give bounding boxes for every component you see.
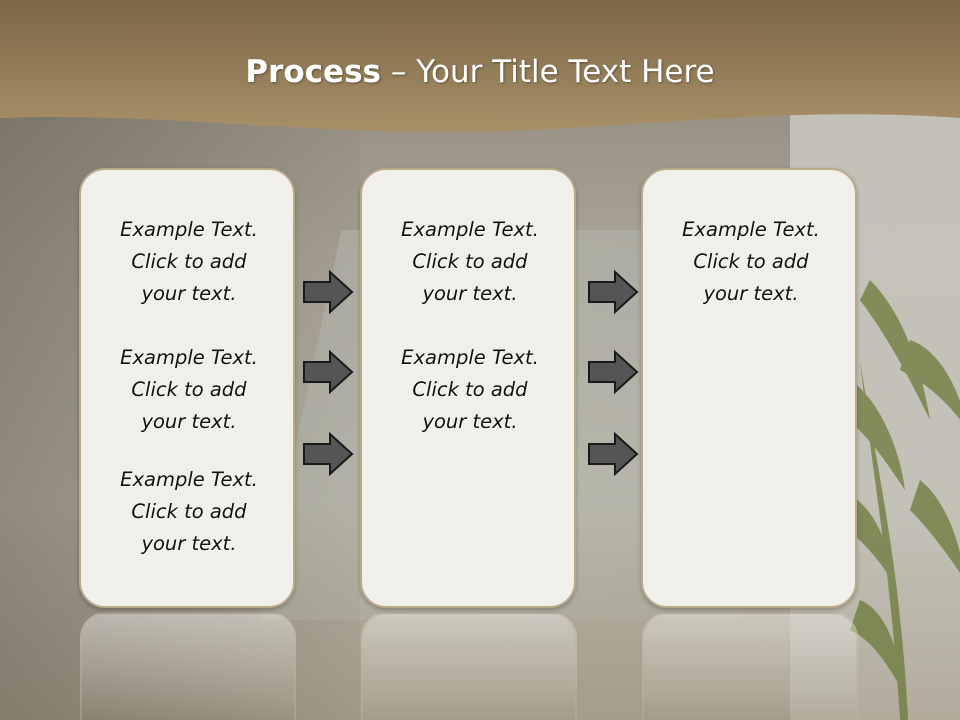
text-placeholder[interactable]: Example Text. Click to add your text. <box>643 214 859 310</box>
process-box-1[interactable]: Example Text. Click to add your text. Ex… <box>79 168 295 608</box>
right-arrow-icon[interactable] <box>587 350 639 394</box>
process-box-3[interactable]: Example Text. Click to add your text. <box>641 168 857 608</box>
text-line: Click to add <box>412 378 528 401</box>
text-line: your text. <box>141 532 237 555</box>
text-line: Example Text. <box>120 468 258 491</box>
text-line: Click to add <box>131 250 247 273</box>
text-placeholder[interactable]: Example Text. Click to add your text. <box>81 342 297 438</box>
title-rest: – Your Title Text Here <box>381 54 715 90</box>
text-line: your text. <box>422 410 518 433</box>
slide-title[interactable]: Process – Your Title Text Here <box>0 54 960 90</box>
text-placeholder[interactable]: Example Text. Click to add your text. <box>81 464 297 560</box>
right-arrow-icon[interactable] <box>587 432 639 476</box>
text-line: Example Text. <box>401 218 539 241</box>
text-line: Example Text. <box>120 218 258 241</box>
right-arrow-icon[interactable] <box>587 270 639 314</box>
text-line: your text. <box>141 282 237 305</box>
text-line: Click to add <box>131 500 247 523</box>
text-placeholder[interactable]: Example Text. Click to add your text. <box>81 214 297 310</box>
text-line: Click to add <box>131 378 247 401</box>
text-line: Click to add <box>412 250 528 273</box>
title-bold: Process <box>245 54 381 90</box>
text-line: your text. <box>422 282 518 305</box>
text-line: Click to add <box>693 250 809 273</box>
text-placeholder[interactable]: Example Text. Click to add your text. <box>362 342 578 438</box>
text-line: Example Text. <box>682 218 820 241</box>
box-reflection-1 <box>80 612 296 720</box>
title-banner <box>0 0 960 133</box>
process-box-2[interactable]: Example Text. Click to add your text. Ex… <box>360 168 576 608</box>
text-line: your text. <box>703 282 799 305</box>
text-line: Example Text. <box>401 346 539 369</box>
right-arrow-icon[interactable] <box>302 432 354 476</box>
right-arrow-icon[interactable] <box>302 270 354 314</box>
text-line: your text. <box>141 410 237 433</box>
box-reflection-2 <box>361 612 577 720</box>
right-arrow-icon[interactable] <box>302 350 354 394</box>
text-line: Example Text. <box>120 346 258 369</box>
box-reflection-3 <box>642 612 858 720</box>
text-placeholder[interactable]: Example Text. Click to add your text. <box>362 214 578 310</box>
